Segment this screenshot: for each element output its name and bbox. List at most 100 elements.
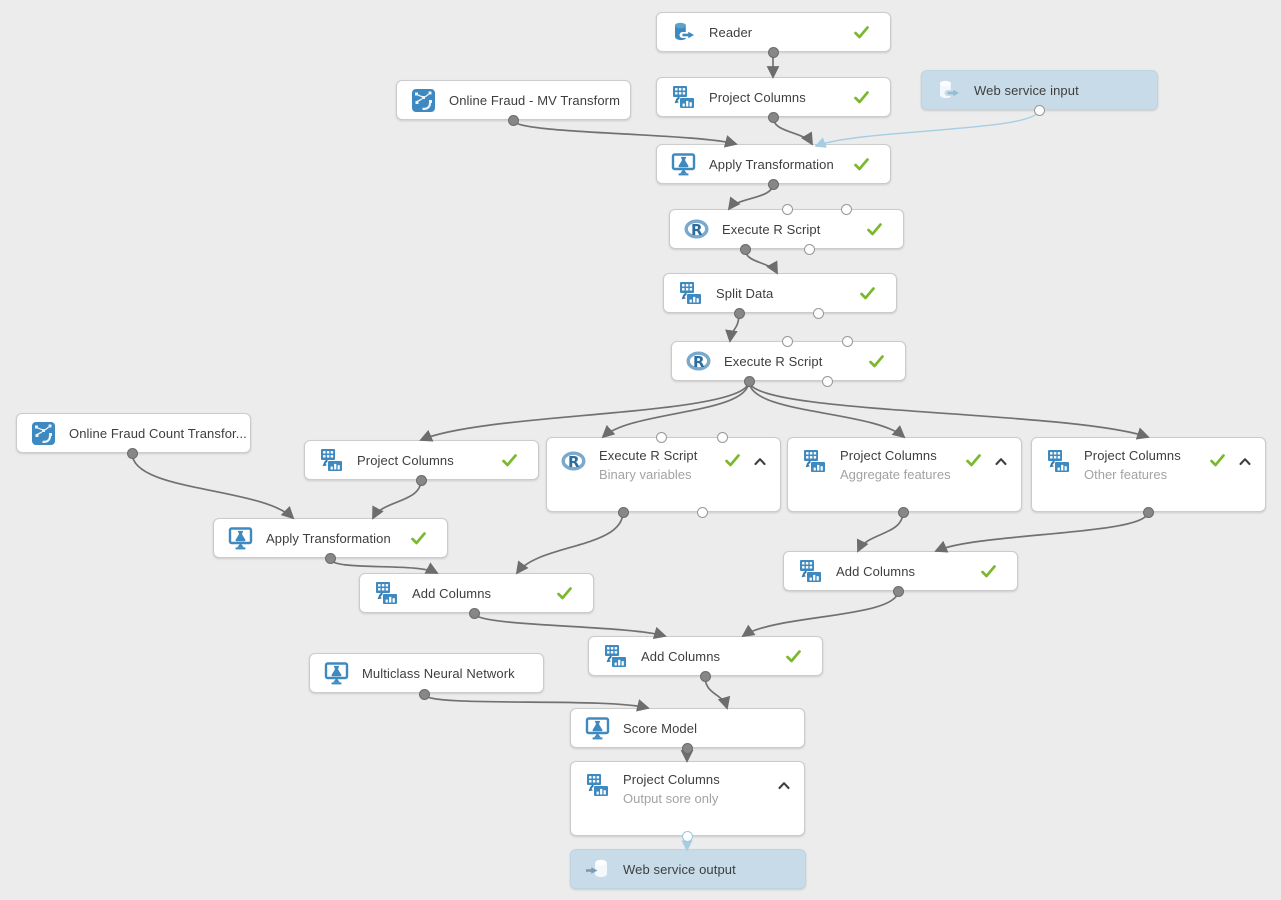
output-port[interactable] [1033,104,1045,116]
input-port[interactable] [781,335,793,347]
collapse-chevron-icon[interactable] [754,456,766,468]
edge-multiclass-neural-network-to-score-model [423,693,650,712]
ml-module-icon [670,151,697,178]
node-title: Project Columns [1084,448,1181,463]
node-multiclass-neural-network[interactable]: Multiclass Neural Network [309,653,544,693]
output-port[interactable] [418,688,430,700]
output-port[interactable] [507,114,519,126]
node-execute-r-script-1[interactable]: R Execute R Script [669,209,904,249]
output-port[interactable] [696,506,708,518]
input-port[interactable] [840,203,852,215]
output-port[interactable] [767,46,779,58]
success-check-icon [853,89,870,106]
node-title: Execute R Script [724,353,823,369]
node-text: Web service input [974,83,1079,98]
column-selector-icon [602,643,629,670]
output-port[interactable] [767,178,779,190]
edge-project-columns-3-to-add-columns-2 [856,511,904,553]
node-subtitle: Binary variables [599,467,692,482]
node-title: Project Columns [709,89,806,105]
success-check-icon [556,585,573,602]
node-score-model[interactable]: Score Model [570,708,805,748]
output-port[interactable] [681,830,693,842]
output-port[interactable] [733,307,745,319]
edge-project-columns-1-to-apply-transformation-1 [772,116,813,146]
svg-text:R: R [693,352,705,370]
node-online-fraud-count-transform[interactable]: Online Fraud Count Transfor... [16,413,251,453]
node-web-service-output[interactable]: Web service output [570,849,806,889]
node-subtitle: Other features [1084,467,1168,482]
output-port[interactable] [468,607,480,619]
output-port[interactable] [803,243,815,255]
column-selector-icon [670,84,697,111]
output-port[interactable] [324,552,336,564]
node-project-columns-2[interactable]: Project Columns [304,440,539,480]
output-port[interactable] [897,506,909,518]
collapse-chevron-icon[interactable] [1239,456,1251,468]
node-online-fraud-mv-transform[interactable]: Online Fraud - MV Transform [396,80,631,120]
output-port[interactable] [617,506,629,518]
node-add-columns-1[interactable]: Add Columns [359,573,594,613]
edge-project-columns-2-to-apply-transformation-2 [372,479,422,520]
output-port[interactable] [739,243,751,255]
edge-execute-r-script-2-to-project-columns-3 [748,380,906,439]
node-title: Multiclass Neural Network [362,665,515,681]
edge-online-fraud-count-transform-to-apply-transformation-2 [131,452,295,520]
collapse-chevron-icon[interactable] [778,780,790,792]
output-port[interactable] [699,670,711,682]
node-title: Reader [709,24,753,40]
success-check-icon [1209,452,1226,469]
input-port[interactable] [655,431,667,443]
node-split-data[interactable]: Split Data [663,273,897,313]
output-port[interactable] [812,307,824,319]
node-text: Apply Transformation [709,157,834,172]
output-port[interactable] [415,474,427,486]
success-check-icon [868,353,885,370]
node-web-service-input[interactable]: Web service input [921,70,1158,110]
node-reader[interactable]: Reader [656,12,891,52]
column-selector-icon [677,280,704,307]
collapse-chevron-icon[interactable] [995,456,1007,468]
success-check-icon [859,285,876,302]
input-port[interactable] [841,335,853,347]
success-check-icon [980,563,997,580]
column-selector-icon [801,448,828,475]
input-port[interactable] [781,203,793,215]
node-apply-transformation-1[interactable]: Apply Transformation [656,144,891,184]
edge-execute-r-script-2-to-execute-r-script-3 [601,380,750,439]
output-port[interactable] [1142,506,1154,518]
output-port[interactable] [743,375,755,387]
edge-project-columns-4-to-add-columns-2 [934,511,1149,553]
node-title: Project Columns [357,452,454,468]
node-apply-transformation-2[interactable]: Apply Transformation [213,518,448,558]
svg-text:R: R [691,220,703,238]
success-check-icon [853,156,870,173]
node-title: Execute R Script [599,448,698,463]
output-port[interactable] [892,585,904,597]
node-execute-r-script-2[interactable]: R Execute R Script [671,341,906,381]
output-port[interactable] [681,742,693,754]
node-text: Multiclass Neural Network [362,666,515,681]
node-title: Add Columns [836,563,916,579]
success-check-icon [853,24,870,41]
edge-execute-r-script-3-to-add-columns-1 [515,511,624,575]
output-port[interactable] [126,447,138,459]
node-add-columns-3[interactable]: Add Columns [588,636,823,676]
edge-execute-r-script-2-to-project-columns-4 [748,380,1150,440]
input-port[interactable] [716,431,728,443]
transform-icon [410,87,437,114]
node-title: Execute R Script [722,221,821,237]
node-text: Add Columns [836,564,915,579]
node-add-columns-2[interactable]: Add Columns [783,551,1018,591]
node-text: Execute R Script [724,354,822,369]
output-port[interactable] [821,375,833,387]
output-port[interactable] [767,111,779,123]
